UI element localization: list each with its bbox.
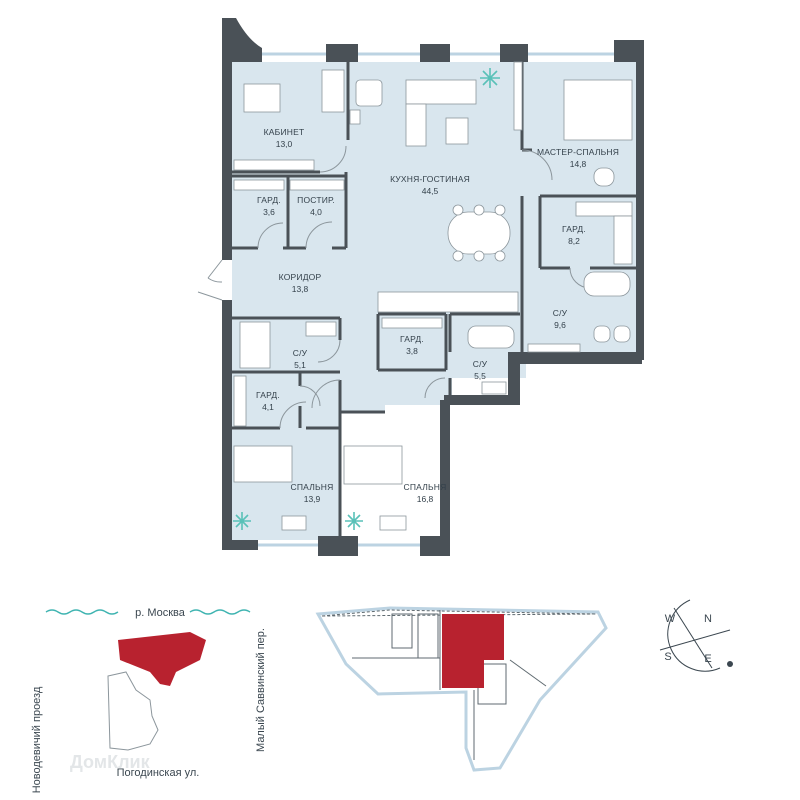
plants: [233, 68, 500, 530]
room-name: МАСТЕР-СПАЛЬНЯ: [537, 147, 619, 157]
room-area: 13,0: [276, 139, 293, 149]
interior-walls: [232, 62, 636, 540]
building-footprint: [118, 632, 206, 686]
key-plan-outline: [315, 606, 608, 772]
room-name: СПАЛЬНЯ: [291, 482, 334, 492]
street-bottom: Погодинская ул.: [117, 767, 200, 779]
compass-w: W: [665, 613, 676, 625]
watermark: ДомКлик: [70, 752, 151, 772]
compass-n: N: [704, 613, 712, 625]
room-area: 14,8: [570, 159, 587, 169]
river-wave: [45, 609, 119, 615]
building-outline: [107, 671, 159, 751]
room-area: 5,1: [294, 360, 306, 370]
street-left: Новодевичий проезд: [31, 686, 43, 793]
room-name: ГАРД.: [257, 195, 281, 205]
room-name: КАБИНЕТ: [264, 127, 305, 137]
floor-key-plan: [315, 606, 608, 772]
room-name: ГАРД.: [400, 334, 424, 344]
river-wave: [189, 609, 251, 615]
compass-marker: [727, 661, 733, 667]
plant-icon: [480, 68, 500, 88]
compass-e: E: [704, 653, 711, 665]
compass-s: S: [664, 651, 671, 663]
room-area: 16,8: [417, 494, 434, 504]
room-name: С/У: [473, 359, 488, 369]
street-right: Малый Саввинский пер.: [255, 628, 267, 752]
room-name: СПАЛЬНЯ: [404, 482, 447, 492]
room-name: КОРИДОР: [279, 272, 322, 282]
room-name: С/У: [293, 348, 308, 358]
plant-icon: [345, 512, 363, 530]
selected-apartment: [442, 614, 504, 688]
room-name: ГАРД.: [256, 390, 280, 400]
room-area: 8,2: [568, 236, 580, 246]
room-area: 13,9: [304, 494, 321, 504]
room-area: 13,8: [292, 284, 309, 294]
outer-walls: [222, 18, 644, 556]
room-name: ГАРД.: [562, 224, 586, 234]
room-area: 4,0: [310, 207, 322, 217]
room-name: КУХНЯ-ГОСТИНАЯ: [390, 174, 470, 184]
furniture: [233, 61, 633, 531]
windows: [258, 52, 614, 547]
room-area: 5,5: [474, 371, 486, 381]
river-label: р. Москва: [135, 607, 186, 619]
location-map: р. Москва Новодевичий проезд Малый Савви…: [31, 607, 267, 793]
room-area: 4,1: [262, 402, 274, 412]
compass: W N E S: [659, 599, 733, 672]
room-area: 3,6: [263, 207, 275, 217]
room-name: С/У: [553, 308, 568, 318]
room-area: 44,5: [422, 186, 439, 196]
room-area: 3,8: [406, 346, 418, 356]
room-labels: КАБИНЕТ 13,0 КУХНЯ-ГОСТИНАЯ 44,5 МАСТЕР-…: [256, 127, 619, 504]
room-area: 9,6: [554, 320, 566, 330]
room-name: ПОСТИР.: [297, 195, 335, 205]
plant-icon: [233, 512, 251, 530]
